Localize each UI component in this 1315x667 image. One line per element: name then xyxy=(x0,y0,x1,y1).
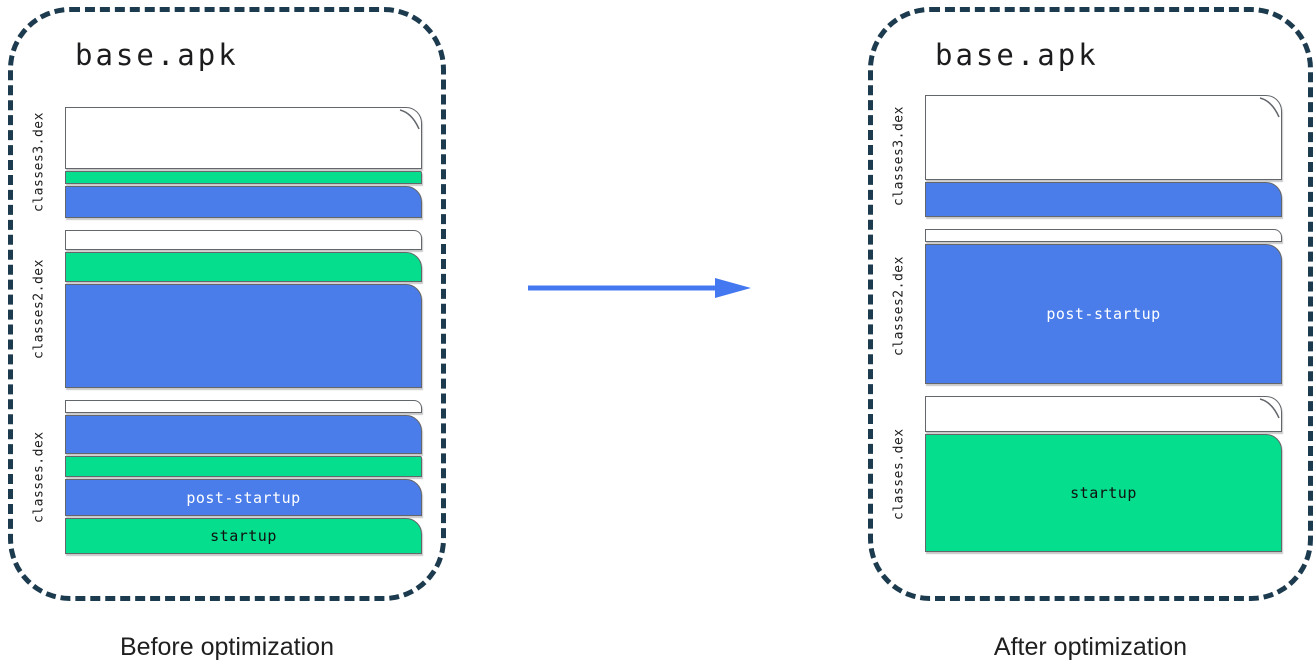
page-curl-icon xyxy=(1259,398,1280,419)
white-code-band xyxy=(65,400,422,413)
dex-file-row: classes3.dex xyxy=(873,95,1308,217)
before-caption: Before optimization xyxy=(119,633,334,661)
dex-file-name: classes.dex xyxy=(891,428,907,520)
band-label: post-startup xyxy=(186,488,301,507)
band-label: startup xyxy=(210,527,277,545)
green-code-band xyxy=(65,252,422,282)
white-code-band xyxy=(65,230,422,250)
transform-arrow-icon xyxy=(528,278,751,298)
dex-file-name: classes3.dex xyxy=(31,112,47,213)
dex-file-page: post-startup startup xyxy=(65,400,422,554)
page-curl-icon xyxy=(399,109,420,130)
page-curl-icon xyxy=(1259,97,1280,118)
band-label: post-startup xyxy=(1046,305,1161,323)
green-code-band xyxy=(65,456,422,477)
dex-file-page: startup xyxy=(925,396,1282,552)
green-code-band: startup xyxy=(65,518,422,554)
after-apk-container: base.apk classes3.dex classes2.dex post-st… xyxy=(868,7,1313,601)
dex-file-row: classes.dex post-startup startup xyxy=(13,400,441,554)
white-code-band xyxy=(925,396,1282,432)
after-caption: After optimization xyxy=(993,633,1188,661)
blue-code-band: post-startup xyxy=(65,479,422,516)
dex-file-page xyxy=(65,107,422,218)
apk-title: base.apk xyxy=(935,38,1099,72)
apk-title: base.apk xyxy=(75,38,239,72)
band-label: startup xyxy=(1070,484,1137,502)
blue-code-band: post-startup xyxy=(925,244,1282,384)
dex-file-row: classes2.dex xyxy=(13,230,441,388)
blue-code-band xyxy=(65,284,422,388)
dex-file-stack: classes3.dex classes2.dex classes.dex post-… xyxy=(13,107,441,554)
dex-file-row: classes2.dex post-startup xyxy=(873,229,1308,384)
blue-code-band xyxy=(65,186,422,218)
blue-code-band xyxy=(65,415,422,454)
dex-file-name: classes2.dex xyxy=(31,259,47,359)
dex-file-row: classes3.dex xyxy=(13,107,441,218)
dex-file-page: post-startup xyxy=(925,229,1282,384)
white-code-band xyxy=(925,229,1282,242)
dex-file-page xyxy=(925,95,1282,217)
dex-file-name: classes.dex xyxy=(31,431,47,523)
green-code-band xyxy=(65,171,422,184)
dex-file-page xyxy=(65,230,422,388)
dex-file-row: classes.dex startup xyxy=(873,396,1308,552)
dex-file-name: classes3.dex xyxy=(891,106,907,206)
blue-code-band xyxy=(925,182,1282,217)
white-code-band xyxy=(925,95,1282,180)
white-code-band xyxy=(65,107,422,169)
green-code-band: startup xyxy=(925,434,1282,552)
dex-file-name: classes2.dex xyxy=(891,256,907,357)
